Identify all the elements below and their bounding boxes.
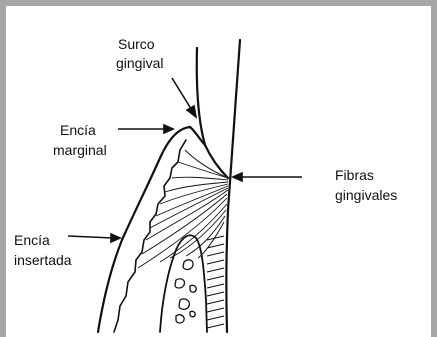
bone-marrow-spaces [175,260,196,323]
encia-insertada-line1: Encía [14,232,50,248]
fibras-line1: Fibras [335,167,374,183]
sulcus-wall-line [197,48,228,178]
encia-insertada-label-2: insertada [14,252,72,268]
gingiva-outline [98,127,190,332]
surco-line2: gingival [116,55,163,71]
periodontal-ligament [207,236,224,328]
encia-insertada-line2: insertada [14,252,72,268]
surco-gingival-label: Surco [118,36,155,52]
surco-gingival-label-2: gingival [116,55,163,71]
encia-marginal-label-2: marginal [53,142,107,158]
gingival-fibers [138,150,228,268]
tooth-surface-line [226,40,240,332]
fibras-gingivales-label: Fibras [335,167,374,183]
encia-insertada-arrow [68,236,113,238]
encia-marginal-line1: Encía [60,122,96,138]
surco-line1: Surco [118,36,155,52]
encia-insertada-label: Encía [14,232,50,248]
encia-marginal-label: Encía [60,122,96,138]
surco-arrow [172,78,193,112]
encia-marginal-line2: marginal [53,142,107,158]
fibras-gingivales-label-2: gingivales [335,187,397,203]
fibras-line2: gingivales [335,187,397,203]
